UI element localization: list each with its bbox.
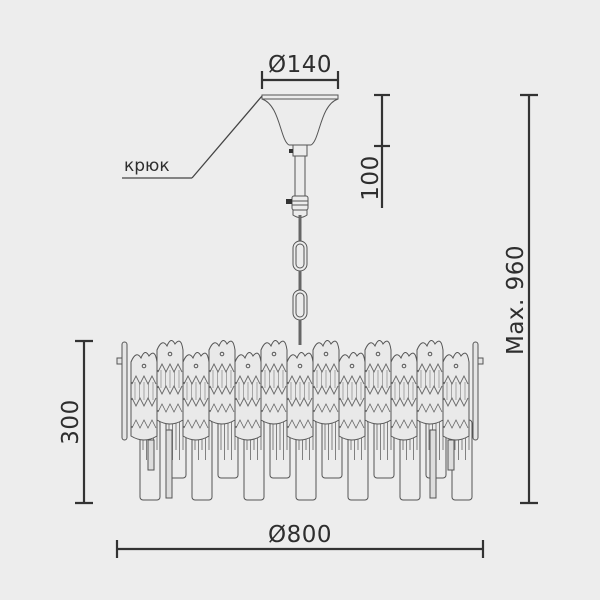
suspension-rod [286, 155, 309, 218]
chain [292, 215, 308, 345]
canopy-diameter-label: Ø140 [268, 52, 332, 78]
hook-callout: крюк [122, 95, 263, 179]
body-diameter-dimension: Ø800 [115, 522, 485, 558]
body-height-label: 300 [58, 399, 84, 444]
max-height-dimension: Max. 960 [503, 93, 538, 505]
canopy-height-dimension: 100 [358, 93, 390, 208]
max-height-label: Max. 960 [503, 245, 529, 355]
canopy-height-label: 100 [358, 155, 384, 200]
body-diameter-label: Ø800 [268, 522, 332, 548]
canopy-diameter-dimension: Ø140 [260, 52, 340, 89]
chandelier-body [116, 340, 484, 501]
hook-label: крюк [124, 156, 170, 176]
ceiling-canopy [261, 94, 339, 157]
body-height-dimension: 300 [58, 339, 93, 505]
